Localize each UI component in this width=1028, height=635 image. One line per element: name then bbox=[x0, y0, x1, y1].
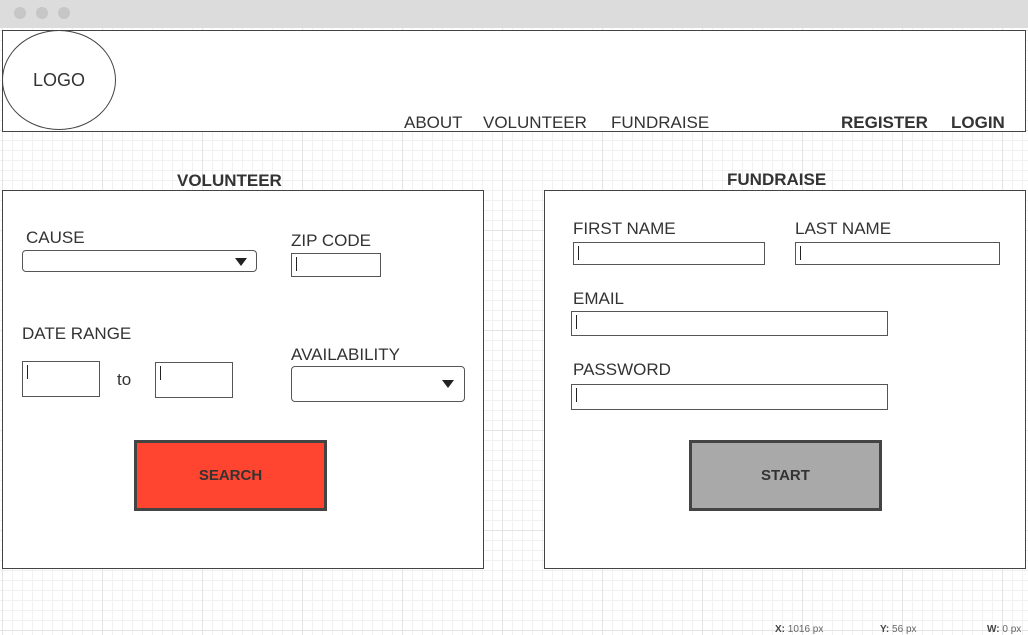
text-cursor bbox=[27, 365, 28, 379]
logo[interactable]: LOGO bbox=[2, 30, 116, 130]
text-cursor bbox=[160, 366, 161, 380]
search-button-label: SEARCH bbox=[198, 467, 263, 484]
register-link[interactable]: REGISTER bbox=[841, 113, 928, 132]
email-label: EMAIL bbox=[573, 289, 625, 308]
start-button[interactable]: START bbox=[689, 440, 882, 511]
status-w-value: 0 px bbox=[1002, 624, 1022, 635]
first-name-label: FIRST NAME bbox=[573, 219, 676, 238]
status-w-readout: W: 0 px bbox=[987, 624, 1021, 635]
zip-code-input[interactable] bbox=[291, 253, 381, 277]
password-label: PASSWORD bbox=[573, 360, 671, 379]
start-button-label: START bbox=[761, 467, 810, 484]
nav-about-link[interactable]: ABOUT bbox=[404, 113, 463, 132]
zip-code-label: ZIP CODE bbox=[291, 231, 371, 250]
text-cursor bbox=[800, 246, 801, 260]
login-link[interactable]: LOGIN bbox=[951, 113, 1005, 132]
dropdown-arrow-icon bbox=[235, 258, 247, 266]
password-input[interactable] bbox=[571, 384, 888, 410]
date-range-to-label: to bbox=[117, 370, 132, 389]
cause-label: CAUSE bbox=[26, 228, 85, 247]
status-x-label: X: bbox=[775, 624, 785, 635]
last-name-label: LAST NAME bbox=[795, 219, 892, 238]
volunteer-section-title: VOLUNTEER bbox=[177, 171, 282, 190]
search-button[interactable]: SEARCH bbox=[134, 440, 327, 511]
site-header bbox=[2, 30, 1026, 132]
text-cursor bbox=[576, 388, 577, 402]
cause-select[interactable] bbox=[22, 250, 257, 272]
status-y-label: Y: bbox=[880, 624, 890, 635]
first-name-input[interactable] bbox=[573, 242, 765, 265]
fundraise-section-title: FUNDRAISE bbox=[727, 170, 827, 189]
nav-fundraise-link[interactable]: FUNDRAISE bbox=[611, 113, 710, 132]
availability-select[interactable] bbox=[291, 366, 465, 402]
text-cursor bbox=[296, 257, 297, 271]
window-maximize-dot[interactable] bbox=[58, 7, 70, 19]
date-range-start-input[interactable] bbox=[22, 361, 100, 397]
window-titlebar bbox=[0, 0, 1028, 28]
status-w-label: W: bbox=[987, 624, 1000, 635]
date-range-label: DATE RANGE bbox=[22, 324, 132, 343]
status-x-readout: X: 1016 px bbox=[775, 624, 823, 635]
availability-label: AVAILABILITY bbox=[291, 345, 400, 364]
last-name-input[interactable] bbox=[795, 242, 1000, 265]
dropdown-arrow-icon bbox=[442, 380, 454, 388]
text-cursor bbox=[578, 246, 579, 260]
status-x-value: 1016 px bbox=[787, 624, 824, 635]
nav-volunteer-link[interactable]: VOLUNTEER bbox=[483, 113, 587, 132]
logo-text: LOGO bbox=[32, 69, 85, 90]
status-y-readout: Y: 56 px bbox=[880, 624, 917, 635]
window-minimize-dot[interactable] bbox=[36, 7, 48, 19]
window-close-dot[interactable] bbox=[14, 7, 26, 19]
text-cursor bbox=[576, 315, 577, 329]
status-y-value: 56 px bbox=[892, 624, 917, 635]
date-range-end-input[interactable] bbox=[155, 362, 233, 398]
email-input[interactable] bbox=[571, 311, 888, 336]
